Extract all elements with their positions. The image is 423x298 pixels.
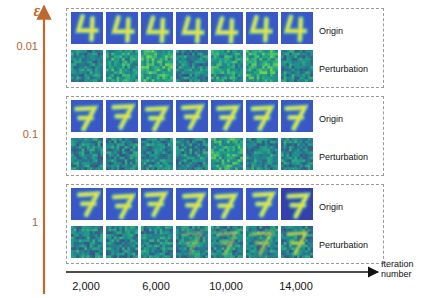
row-label: Perturbation xyxy=(319,63,368,75)
origin-thumbnail xyxy=(281,188,313,220)
perturbation-thumbnail xyxy=(211,138,243,170)
perturbation-thumbnail xyxy=(71,138,103,170)
origin-thumbnail xyxy=(211,100,243,132)
thumbnail-grid xyxy=(71,12,313,258)
perturbation-thumbnail xyxy=(71,226,103,258)
row-label: Origin xyxy=(319,201,343,213)
origin-thumbnail xyxy=(211,188,243,220)
origin-thumbnail xyxy=(246,188,278,220)
origin-thumbnail xyxy=(71,100,103,132)
perturbation-thumbnail xyxy=(246,50,278,82)
perturbation-thumbnail xyxy=(176,50,208,82)
row-label: Origin xyxy=(319,113,343,125)
perturbation-thumbnail xyxy=(281,138,313,170)
origin-thumbnail xyxy=(176,188,208,220)
origin-thumbnail xyxy=(71,12,103,44)
origin-thumbnail xyxy=(106,188,138,220)
perturbation-thumbnail xyxy=(281,50,313,82)
iteration-value: 2,000 xyxy=(62,280,110,293)
origin-thumbnail xyxy=(141,188,173,220)
origin-thumbnail xyxy=(106,12,138,44)
origin-thumbnail xyxy=(71,188,103,220)
epsilon-axis xyxy=(43,6,45,294)
perturbation-thumbnail xyxy=(211,226,243,258)
perturbation-thumbnail xyxy=(246,138,278,170)
perturbation-thumbnail xyxy=(106,226,138,258)
origin-thumbnail xyxy=(281,12,313,44)
perturbation-thumbnail xyxy=(71,50,103,82)
origin-thumbnail xyxy=(176,100,208,132)
epsilon-value: 0.1 xyxy=(2,128,38,141)
iteration-value: 10,000 xyxy=(200,280,252,293)
origin-thumbnail xyxy=(141,12,173,44)
epsilon-value: 1 xyxy=(2,216,38,229)
origin-thumbnail xyxy=(211,12,243,44)
result-band: OriginPerturbation xyxy=(66,96,384,176)
origin-thumbnail xyxy=(176,12,208,44)
result-band: OriginPerturbation xyxy=(66,184,384,264)
origin-thumbnail xyxy=(246,100,278,132)
perturbation-thumbnail xyxy=(106,50,138,82)
iteration-value: 6,000 xyxy=(132,280,180,293)
row-label: Perturbation xyxy=(319,239,368,251)
origin-thumbnail xyxy=(246,12,278,44)
perturbation-thumbnail xyxy=(211,50,243,82)
origin-thumbnail xyxy=(141,100,173,132)
perturbation-thumbnail xyxy=(106,138,138,170)
perturbation-thumbnail xyxy=(141,50,173,82)
epsilon-value: 0.01 xyxy=(2,40,38,53)
iteration-axis xyxy=(66,271,378,273)
perturbation-thumbnail xyxy=(176,226,208,258)
row-label: Perturbation xyxy=(319,151,368,163)
perturbation-thumbnail xyxy=(176,138,208,170)
iteration-value: 14,000 xyxy=(270,280,322,293)
perturbation-thumbnail xyxy=(141,226,173,258)
perturbation-thumbnail xyxy=(281,226,313,258)
axis-symbol: ε xyxy=(20,2,40,20)
origin-thumbnail xyxy=(106,100,138,132)
row-label: Origin xyxy=(319,25,343,37)
perturbation-thumbnail xyxy=(141,138,173,170)
result-band: OriginPerturbation xyxy=(66,8,384,88)
perturbation-thumbnail xyxy=(246,226,278,258)
axis-title: Iteration number xyxy=(381,259,421,280)
origin-thumbnail xyxy=(281,100,313,132)
